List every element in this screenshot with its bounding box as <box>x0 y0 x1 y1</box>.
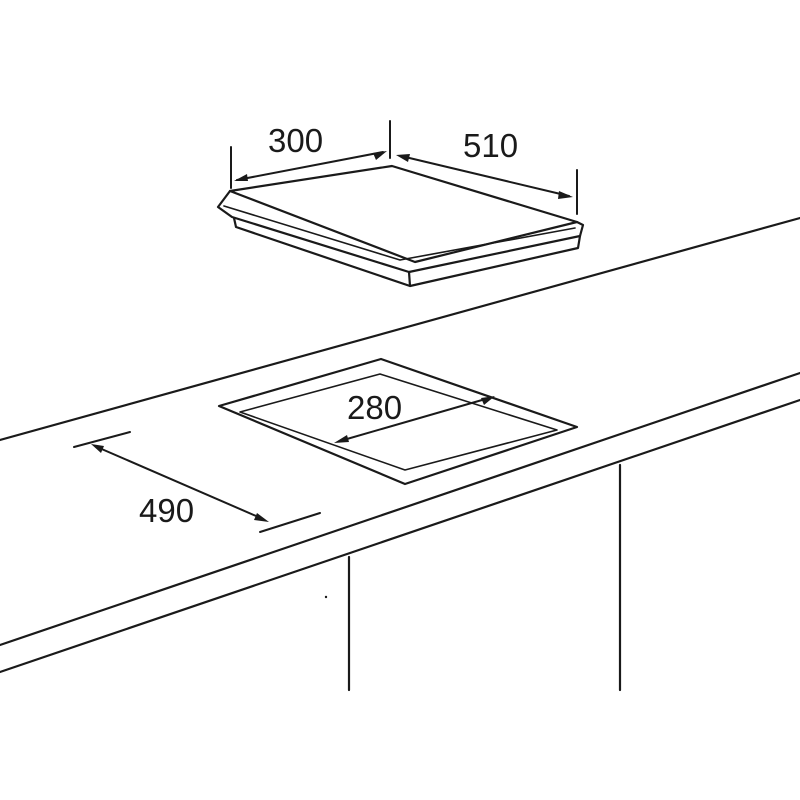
arrow-head-icon <box>396 154 410 162</box>
cabinet-mark <box>324 595 328 599</box>
dimension-line <box>236 151 384 181</box>
worktop-back-edge <box>0 216 800 442</box>
arrow-head-icon <box>91 444 104 453</box>
dimension-line <box>339 397 490 442</box>
dimension-hob-width: 300 <box>230 120 391 189</box>
arrow-head-icon <box>481 396 495 405</box>
cabinet <box>324 463 622 692</box>
arrow-head-icon <box>334 435 349 443</box>
worktop-front-top-edge <box>0 371 800 647</box>
cutout-inner-edge <box>239 373 558 471</box>
worktop-cutout <box>217 357 579 486</box>
cutout-outer-edge <box>217 357 579 486</box>
dimension-line <box>400 155 570 197</box>
arrow-head-icon <box>254 513 269 522</box>
dimension-label-hob-width: 300 <box>268 122 323 159</box>
dimension-extension-line <box>73 431 131 448</box>
arrow-head-icon <box>373 151 387 160</box>
arrow-head-icon <box>234 174 248 181</box>
hob-body <box>232 216 582 288</box>
hob-unit <box>216 164 585 288</box>
dimension-extension-line <box>259 512 321 533</box>
dimension-label-cutout-depth: 490 <box>139 492 194 529</box>
worktop <box>0 216 800 674</box>
arrow-head-icon <box>558 191 573 199</box>
dimension-cutout-width: 280 <box>334 389 495 443</box>
hob-rim-edge <box>216 189 585 274</box>
hob-inner-rim <box>223 205 576 261</box>
dimension-line <box>96 446 264 520</box>
worktop-front-bottom-edge <box>0 398 800 674</box>
dimension-hob-depth: 510 <box>396 127 578 215</box>
dimension-label-hob-depth: 510 <box>463 127 518 164</box>
dimension-cutout-depth: 490 <box>73 431 321 533</box>
dimension-label-cutout-width: 280 <box>347 389 402 426</box>
